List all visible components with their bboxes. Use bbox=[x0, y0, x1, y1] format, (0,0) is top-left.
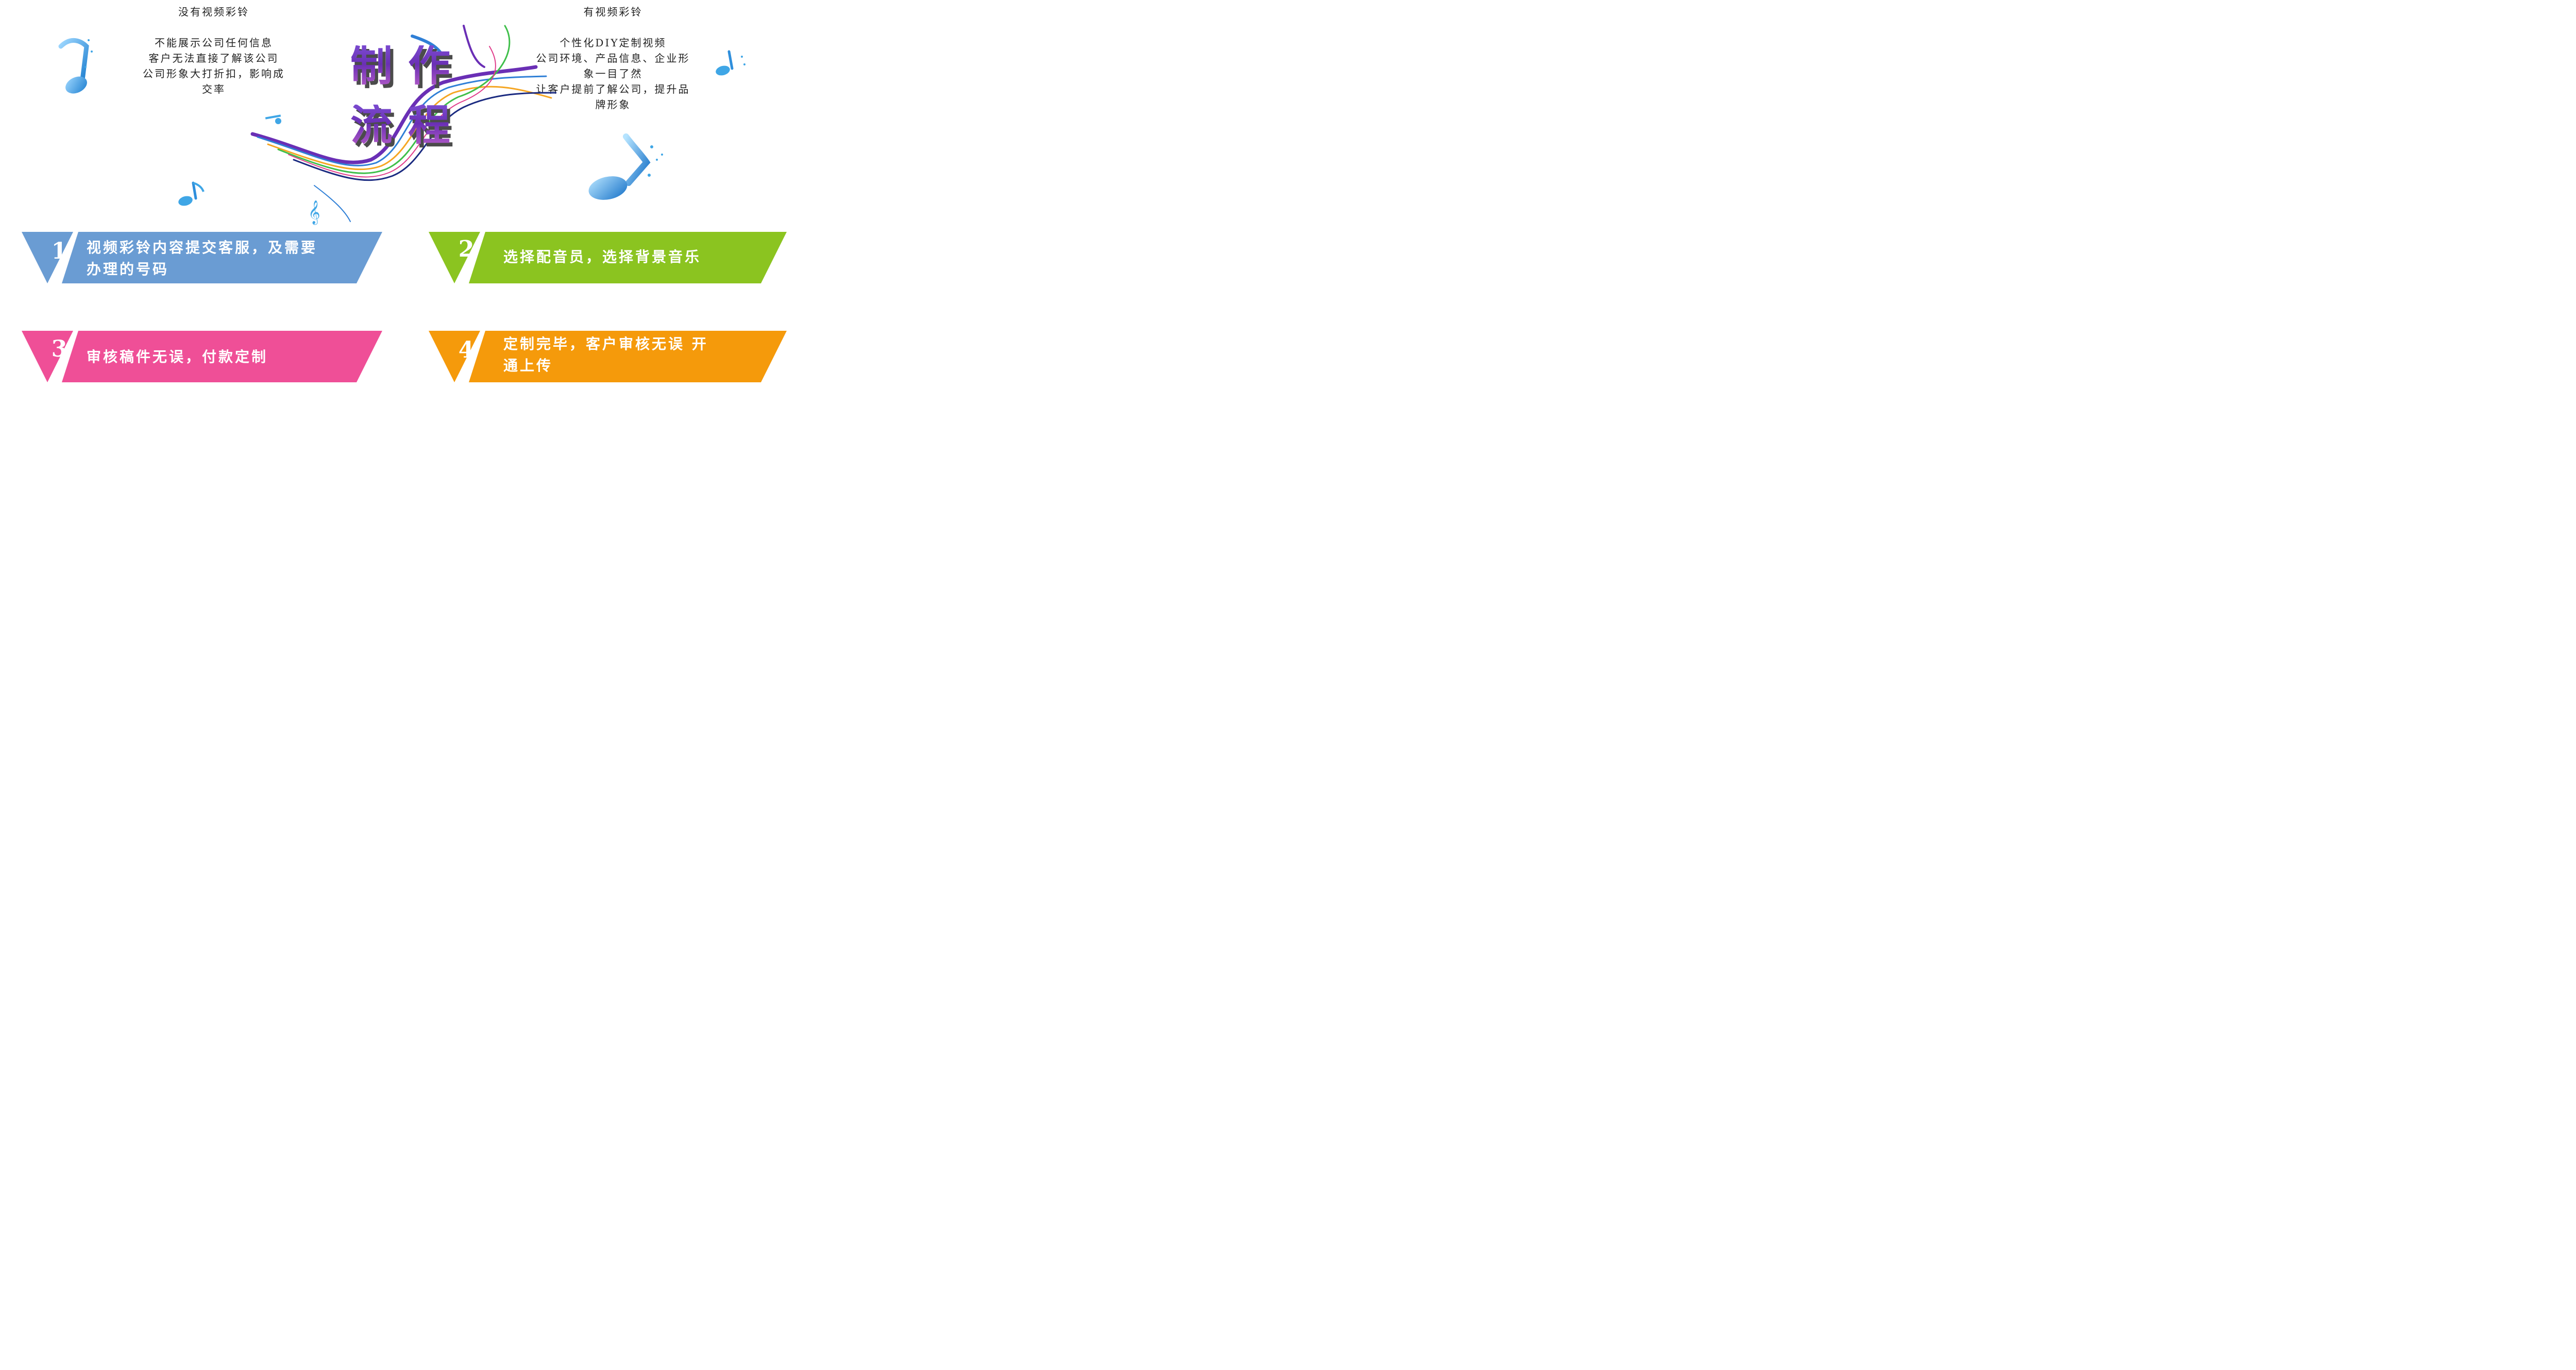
step-text-line: 审核稿件无误，付款定制 bbox=[87, 348, 268, 365]
right-description: 有视频彩铃 个性化DIY定制视频 公司环境、产品信息、企业形 象一目了然 让客户… bbox=[515, 4, 711, 112]
title-char: 流 bbox=[350, 101, 393, 150]
step-text-line: 视频彩铃内容提交客服，及需要 bbox=[87, 239, 318, 256]
left-line: 不能展示公司任何信息 bbox=[155, 37, 273, 49]
step-text: 定制完毕，客户审核无误 开 通上传 bbox=[503, 333, 766, 377]
right-line: 个性化DIY定制视频 bbox=[560, 37, 667, 49]
step-4-banner: 4 定制完毕，客户审核无误 开 通上传 bbox=[429, 331, 787, 382]
step-4-shape bbox=[429, 331, 787, 382]
step-text-line: 通上传 bbox=[503, 357, 553, 374]
right-line: 让客户提前了解公司，提升品 bbox=[536, 83, 690, 95]
music-note-icon bbox=[178, 181, 205, 206]
step-3-banner: 3 审核稿件无误，付款定制 bbox=[22, 331, 382, 382]
step-1-shape bbox=[22, 232, 382, 283]
process-title: 制作 bbox=[350, 45, 450, 88]
right-heading: 有视频彩铃 bbox=[583, 6, 643, 18]
step-number: 2 bbox=[458, 236, 474, 262]
step-number: 1 bbox=[51, 238, 67, 264]
music-note-icon bbox=[588, 133, 663, 200]
music-note-icon bbox=[716, 50, 745, 76]
left-line: 交率 bbox=[202, 83, 226, 95]
step-3-shape bbox=[22, 331, 382, 382]
step-text-line: 定制完毕，客户审核无误 开 bbox=[503, 335, 708, 352]
left-description: 没有视频彩铃 不能展示公司任何信息 客户无法直接了解该公司 公司形象大打折扣，影… bbox=[124, 4, 304, 97]
step-2-banner: 2 选择配音员，选择背景音乐 bbox=[429, 232, 787, 283]
music-note-icon bbox=[58, 38, 93, 94]
step-number: 4 bbox=[458, 337, 474, 363]
ribbon-swirl-decoration: 𝄞 bbox=[250, 25, 556, 225]
svg-text:𝄞: 𝄞 bbox=[308, 200, 320, 225]
step-text: 审核稿件无误，付款定制 bbox=[87, 346, 362, 368]
right-line: 象一目了然 bbox=[583, 67, 643, 80]
title-char: 程 bbox=[408, 101, 451, 150]
process-title-line2: 流程 bbox=[350, 105, 450, 147]
title-char: 作 bbox=[408, 42, 451, 91]
step-text-line: 办理的号码 bbox=[87, 261, 170, 278]
right-line: 牌形象 bbox=[595, 98, 631, 111]
left-line: 客户无法直接了解该公司 bbox=[148, 52, 279, 64]
left-heading: 没有视频彩铃 bbox=[178, 6, 249, 18]
left-line: 公司形象大打折扣，影响成 bbox=[143, 67, 285, 80]
step-text: 选择配音员，选择背景音乐 bbox=[503, 246, 766, 268]
step-text: 视频彩铃内容提交客服，及需要 办理的号码 bbox=[87, 237, 362, 280]
step-number: 3 bbox=[51, 336, 67, 362]
step-text-line: 选择配音员，选择背景音乐 bbox=[503, 248, 702, 265]
right-line: 公司环境、产品信息、企业形 bbox=[536, 52, 690, 64]
title-char: 制 bbox=[350, 42, 393, 91]
step-1-banner: 1 视频彩铃内容提交客服，及需要 办理的号码 bbox=[22, 232, 382, 283]
step-2-shape bbox=[429, 232, 787, 283]
